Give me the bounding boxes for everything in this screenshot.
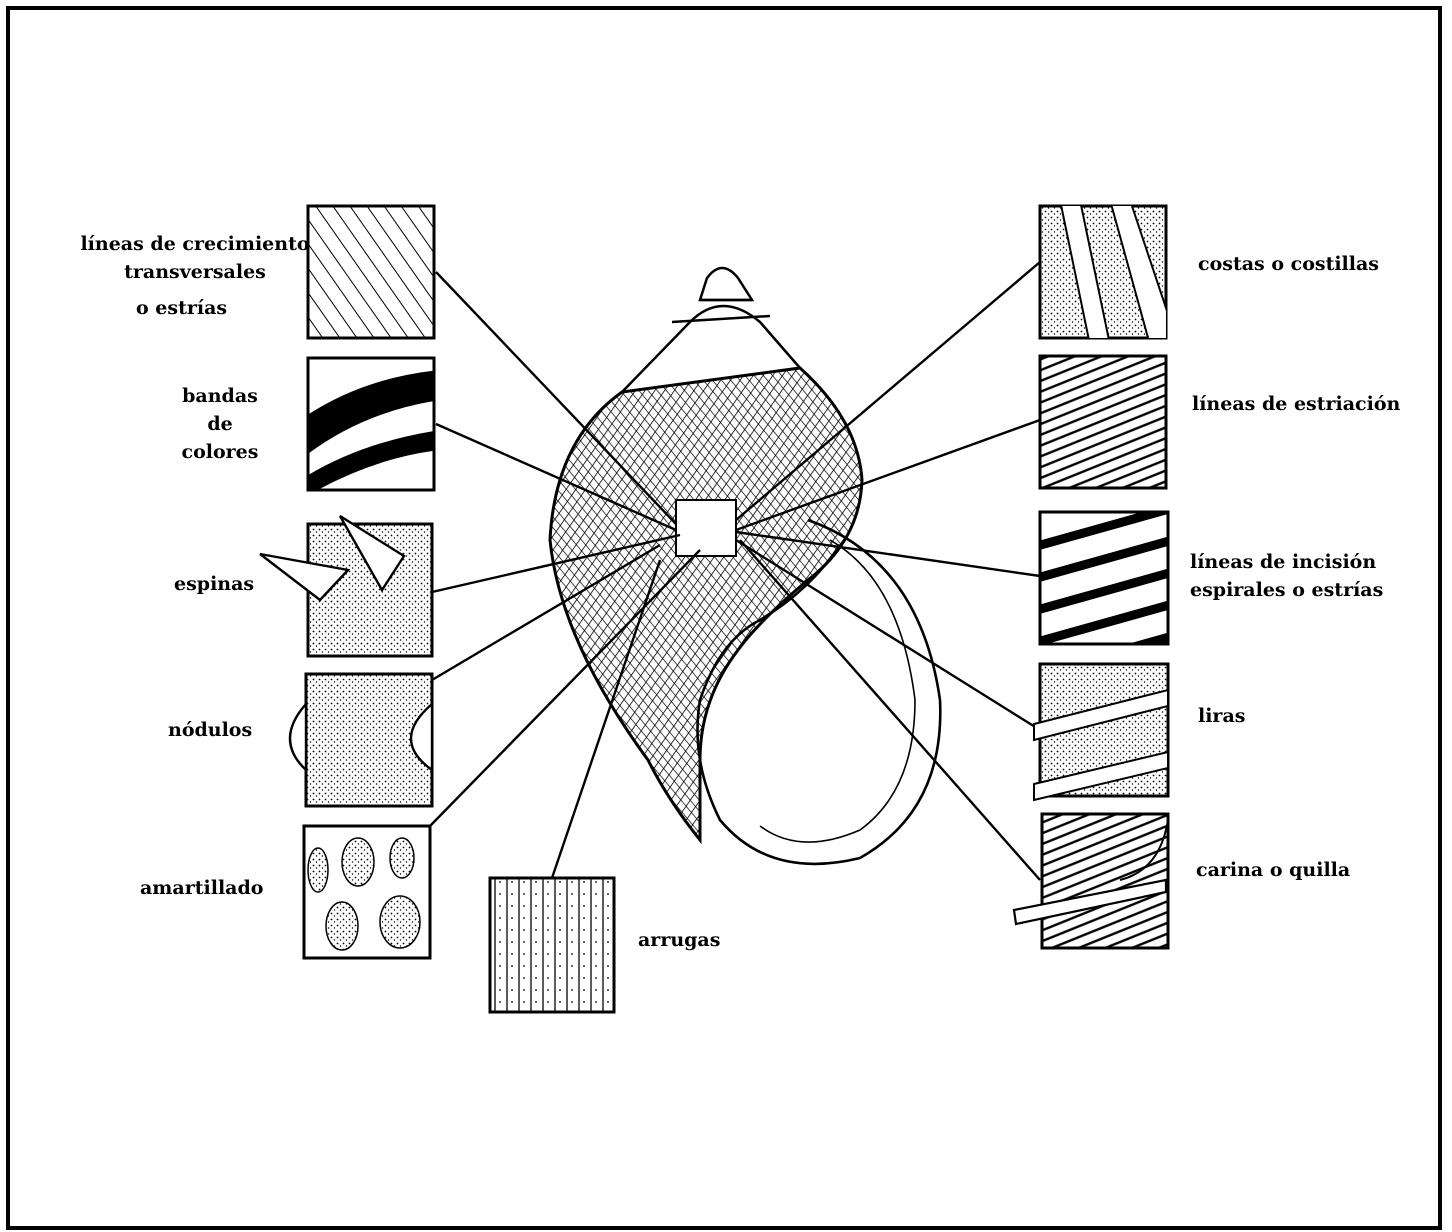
texture-lineas-crecimiento (308, 206, 434, 338)
label-bandas: bandas de colores (160, 382, 280, 466)
label-line: espirales o estrías (1190, 576, 1383, 604)
label-liras: liras (1198, 702, 1245, 730)
label-line: líneas de crecimiento (80, 230, 310, 258)
label-line: bandas (160, 382, 280, 410)
nodule-shape (290, 704, 306, 770)
label-espinas: espinas (174, 570, 254, 598)
texture-espinas (260, 516, 432, 656)
focus-square (676, 500, 736, 556)
texture-nodulos (290, 674, 432, 806)
texture-incision (1030, 506, 1180, 676)
shell-apex (700, 268, 752, 300)
label-nodulos: nódulos (168, 716, 252, 744)
texture-estriacion (1040, 356, 1166, 488)
label-costas: costas o costillas (1198, 250, 1379, 278)
texture-costas (1040, 200, 1170, 345)
texture-arrugas (490, 878, 614, 1012)
label-arrugas: arrugas (638, 926, 720, 954)
leader-carina (740, 540, 1040, 880)
shell (550, 268, 940, 864)
texture-bandas (300, 358, 440, 500)
label-line: de (160, 410, 280, 438)
label-line: transversales (80, 258, 310, 286)
label-incision: líneas de incisión espirales o estrías (1190, 548, 1383, 604)
label-carina: carina o quilla (1196, 856, 1350, 884)
label-amartillado: amartillado (140, 874, 263, 902)
label-estriacion: líneas de estriación (1192, 390, 1400, 418)
label-lineas-crecimiento: líneas de crecimiento transversales (80, 230, 310, 286)
label-line: colores (160, 438, 280, 466)
label-lineas-crecimiento-3: o estrías (136, 294, 227, 322)
texture-carina (1014, 814, 1168, 948)
label-line: líneas de incisión (1190, 548, 1383, 576)
texture-liras (1034, 664, 1168, 800)
texture-amartillado (304, 826, 430, 958)
